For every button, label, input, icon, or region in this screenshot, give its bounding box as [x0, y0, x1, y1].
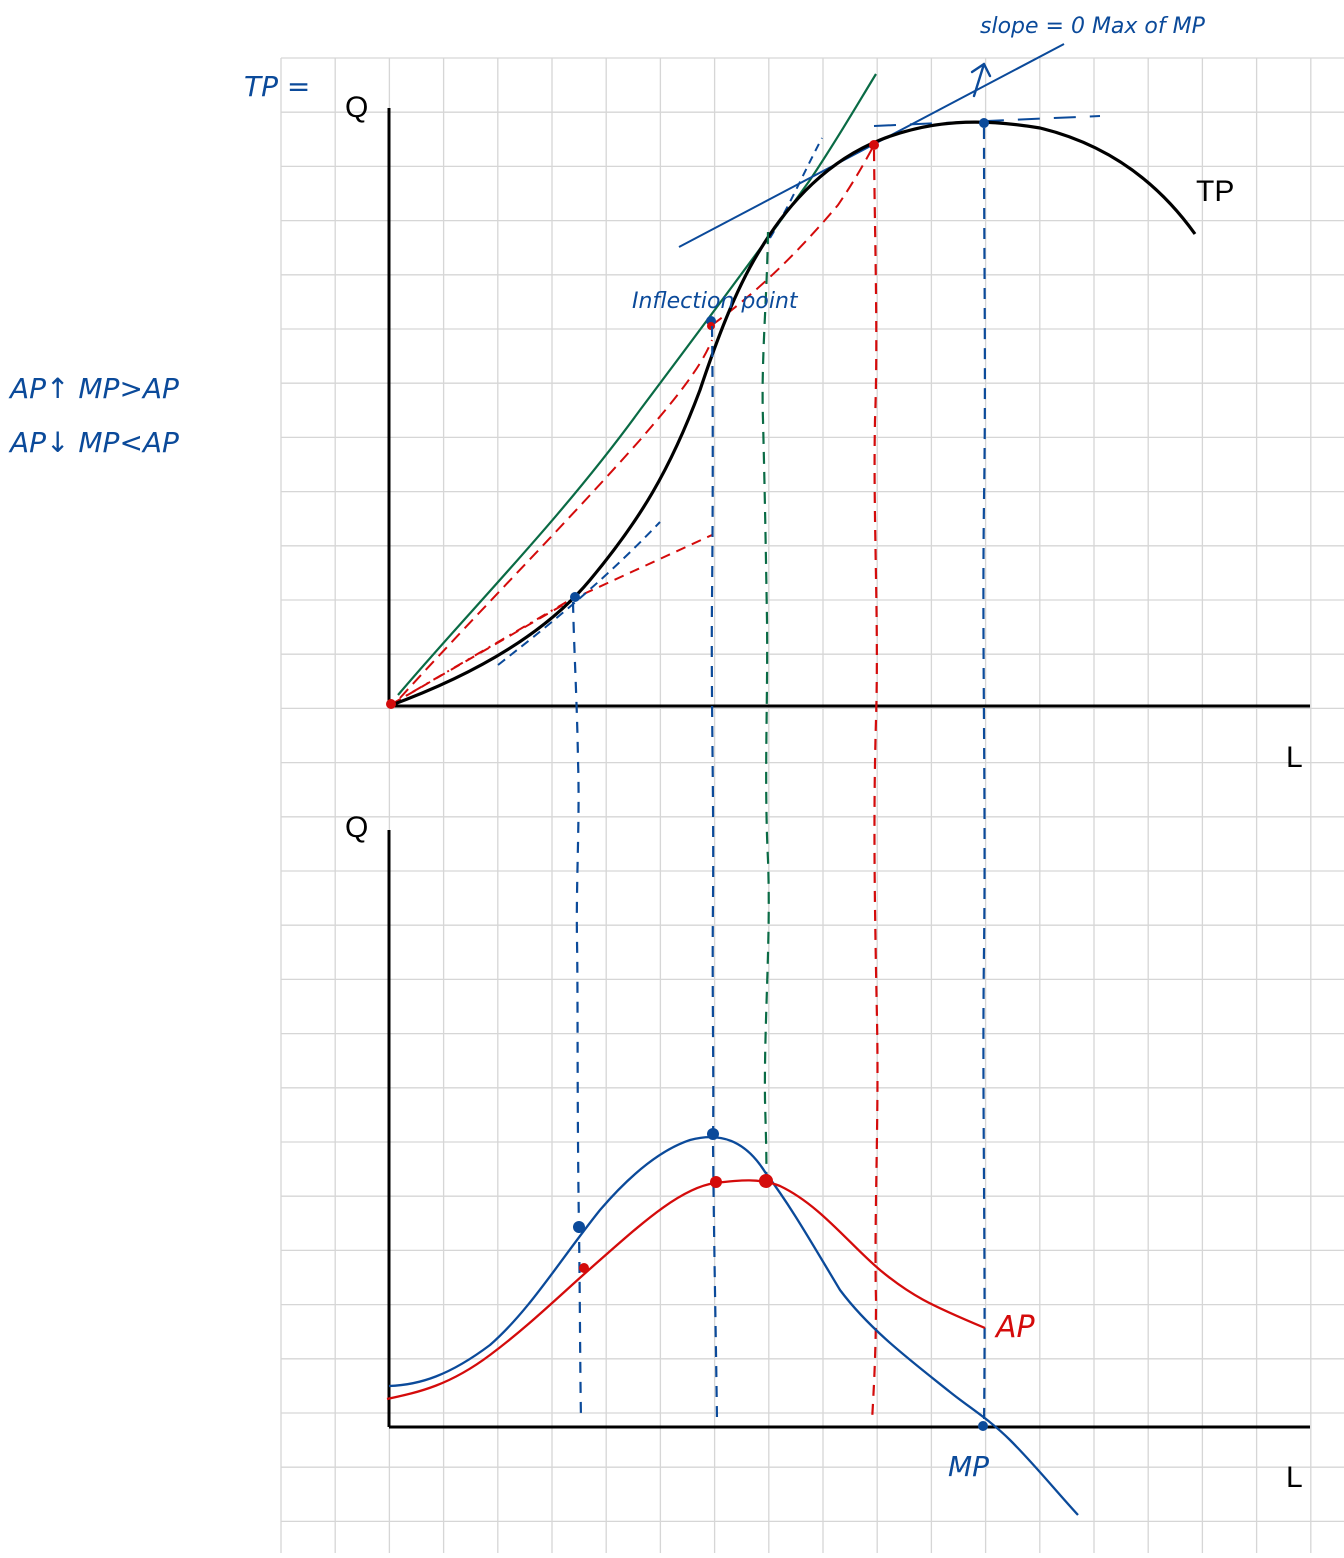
- annotations: TP = slope = 0 Max of MP Inflection poin…: [8, 14, 1206, 459]
- mp-point-1: [573, 1221, 585, 1233]
- ap-curve-label: AP: [994, 1310, 1036, 1345]
- tp-max-point: [979, 118, 989, 128]
- mp-max-point: [707, 1128, 719, 1140]
- ap-point-2: [710, 1176, 722, 1188]
- slope-arrow-icon: [970, 62, 992, 98]
- connector-lines: [571, 127, 986, 1426]
- tp-point-low: [570, 592, 580, 602]
- mp-curve-label: MP: [948, 1450, 989, 1483]
- bottom-y-axis-label: Q: [345, 811, 368, 844]
- green-drop-line: [761, 231, 770, 1181]
- ap-curve: [386, 1179, 986, 1401]
- red-ray-to-max-ap: [711, 144, 875, 326]
- rule-ap-falling: AP↓ MP<AP: [8, 426, 179, 459]
- blue-dashed-tangent-mid: [769, 137, 823, 239]
- red-drop-line: [870, 149, 879, 1423]
- tp-scribble: TP =: [244, 70, 310, 103]
- ap-max-point: [759, 1174, 773, 1188]
- bottom-panel: Q L AP MP: [345, 811, 1310, 1516]
- mp-curve: [388, 1136, 1079, 1516]
- blue-drop-line-1: [571, 601, 583, 1421]
- blue-drop-line-2: [710, 325, 719, 1423]
- tp-point-max-ap: [869, 140, 879, 150]
- inflection-note: Inflection point: [632, 289, 799, 314]
- top-panel: Q L TP: [345, 43, 1310, 774]
- origin-point: [386, 699, 396, 709]
- slope-note: slope = 0 Max of MP: [980, 14, 1206, 39]
- blue-drop-line-3: [982, 127, 986, 1426]
- bottom-x-axis-label: L: [1286, 1461, 1303, 1494]
- top-y-axis-label: Q: [345, 91, 368, 124]
- rule-ap-rising: AP↑ MP>AP: [8, 372, 179, 405]
- tp-curve-label: TP: [1196, 175, 1234, 208]
- ap-point-1: [579, 1263, 589, 1273]
- mp-zero-point: [978, 1421, 988, 1431]
- top-x-axis-label: L: [1286, 741, 1303, 774]
- red-ray-to-inflection: [399, 339, 713, 699]
- green-ray-line: [397, 73, 877, 696]
- tp-curve: [388, 120, 1197, 708]
- grid: [280, 57, 1344, 1553]
